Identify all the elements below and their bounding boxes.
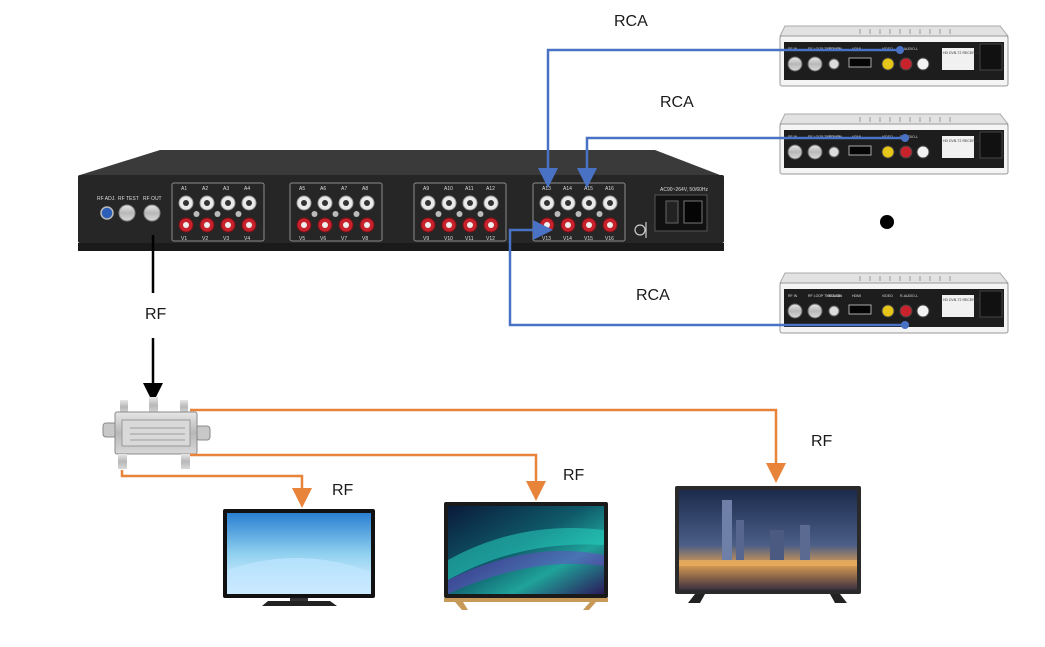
audio-port-label: A15 (584, 186, 593, 192)
rca-label-bottom: RCA (636, 287, 670, 304)
video-port-label: V5 (299, 236, 305, 242)
audio-port-label: A9 (423, 186, 429, 192)
rf-label-main: RF (145, 306, 167, 323)
rca-connections (508, 46, 909, 329)
rca-line-bottom (508, 220, 905, 327)
audio-port-label: A13 (542, 186, 551, 192)
video-port-label: V6 (320, 236, 326, 242)
modulator-rf-ports: RF ADJ. RF TEST RF OUT (97, 196, 162, 222)
audio-port-label: A14 (563, 186, 572, 192)
video-port-label: V16 (605, 236, 614, 242)
video-port-label: V3 (223, 236, 229, 242)
rf-line-tv3 (190, 408, 786, 483)
rca-line-middle (577, 136, 905, 188)
rca-label-top: RCA (614, 13, 648, 30)
stb-port-label: R-AUDIO-L (900, 135, 918, 139)
stb-sticker-text: HD DVB-T2 RECEIVER (943, 139, 981, 143)
rf-line-tv2 (190, 453, 546, 501)
stb-port-label: R-AUDIO-L (900, 294, 918, 298)
video-port-label: V4 (244, 236, 250, 242)
audio-port-label: A16 (605, 186, 614, 192)
ellipsis-dot-icon (880, 215, 894, 229)
stb-port-label: COAXIAL (827, 294, 842, 298)
rca-label-middle: RCA (660, 94, 694, 111)
modulator-device: RF ADJ. RF TEST RF OUT A1V1A2V2A3V3A4V4A… (78, 150, 724, 251)
audio-port-label: A2 (202, 186, 208, 192)
audio-port-label: A8 (362, 186, 368, 192)
stb-port-label: HDMI (852, 294, 861, 298)
set-top-boxes: HD DVB-T2 RECEIVER RF IN RF LOOP THROUGHCO… (779, 25, 1010, 334)
video-port-label: V15 (584, 236, 593, 242)
modulator-rf-label: RF TEST (118, 196, 139, 202)
rca-group-frame (413, 182, 507, 242)
rf-label-tv3: RF (811, 433, 833, 450)
audio-port-label: A10 (444, 186, 453, 192)
rca-group-frame (289, 182, 383, 242)
audio-port-label: A6 (320, 186, 326, 192)
video-port-label: V11 (465, 236, 474, 242)
video-port-label: V8 (362, 236, 368, 242)
television-icon (444, 502, 608, 610)
video-port-label: V2 (202, 236, 208, 242)
ground-symbol-icon (634, 222, 647, 238)
video-port-label: V9 (423, 236, 429, 242)
audio-port-label: A12 (486, 186, 495, 192)
modulator-rf-label: RF OUT (143, 196, 162, 202)
television-icon (675, 486, 861, 603)
rf-tv-connections (120, 408, 786, 508)
modulator-power-inlet: AC90~264V, 50/60Hz (654, 187, 709, 232)
stb-port-label: RF LOOP THROUGH (808, 294, 842, 298)
television-icon (223, 509, 375, 606)
modulator-rf-label: RF ADJ. (97, 196, 116, 202)
video-port-label: V12 (486, 236, 495, 242)
video-port-label: V14 (563, 236, 572, 242)
audio-port-label: A7 (341, 186, 347, 192)
rca-group-frame (171, 182, 265, 242)
splitter-icon (102, 397, 211, 469)
stb-sticker-text: HD DVB-T2 RECEIVER (943, 51, 981, 55)
video-port-label: V1 (181, 236, 187, 242)
rf-label-tv1: RF (332, 482, 354, 499)
rca-line-top (538, 48, 900, 188)
modulator-power-label: AC90~264V, 50/60Hz (660, 187, 709, 193)
stb-port-label: RF IN (788, 294, 798, 298)
audio-port-label: A3 (223, 186, 229, 192)
stb-port-label: VIDEO (882, 294, 893, 298)
rf-label-tv2: RF (563, 467, 585, 484)
video-port-label: V7 (341, 236, 347, 242)
audio-port-label: A4 (244, 186, 250, 192)
video-port-label: V10 (444, 236, 453, 242)
stb-port-label: R-AUDIO-L (900, 47, 918, 51)
video-port-label: V13 (542, 236, 551, 242)
rf-line-tv1 (120, 470, 312, 508)
set-top-box-icon: HD DVB-T2 RECEIVER RF IN RF LOOP THROUGHCO… (779, 272, 1010, 334)
stb-sticker-text: HD DVB-T2 RECEIVER (943, 298, 981, 302)
audio-port-label: A11 (465, 186, 474, 192)
audio-port-label: A1 (181, 186, 187, 192)
audio-port-label: A5 (299, 186, 305, 192)
